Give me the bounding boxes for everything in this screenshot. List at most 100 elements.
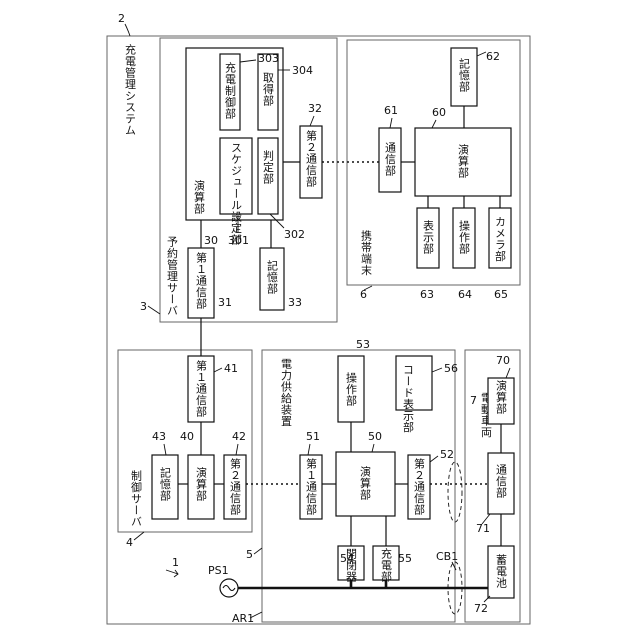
ref-50: 50 xyxy=(368,430,382,443)
leader-70 xyxy=(506,368,510,378)
leader-4 xyxy=(134,532,144,540)
ref-30: 30 xyxy=(204,234,218,247)
svg-text:取得部: 取得部 xyxy=(262,72,275,107)
svg-text:充電制御部: 充電制御部 xyxy=(224,61,237,120)
svg-text:操作部: 操作部 xyxy=(345,371,358,407)
leader-32 xyxy=(310,116,314,126)
svg-text:第１通信部: 第１通信部 xyxy=(305,457,318,516)
ref-62: 62 xyxy=(486,50,500,63)
block-code-display-56: コード表示部 xyxy=(396,356,432,433)
ref-52: 52 xyxy=(440,448,454,461)
leader-5 xyxy=(254,548,262,554)
svg-text:第１通信部: 第１通信部 xyxy=(195,251,208,310)
ref-43: 43 xyxy=(152,430,166,443)
block-comm2-52: 第２通信部 xyxy=(408,455,430,519)
block-arithmetic-40: 演算部 xyxy=(188,455,214,519)
block-camera-65: カメラ部 xyxy=(489,208,511,268)
leader-62 xyxy=(477,52,486,56)
ref-63: 63 xyxy=(420,288,434,301)
leader-2 xyxy=(125,24,130,36)
block-display-63: 表示部 xyxy=(417,208,439,268)
ref-70: 70 xyxy=(496,354,510,367)
ref-304: 304 xyxy=(292,64,313,77)
svg-text:演算部: 演算部 xyxy=(457,143,470,179)
block-comm1-41: 第１通信部 xyxy=(188,356,214,422)
leader-3 xyxy=(148,306,160,314)
ref-65: 65 xyxy=(494,288,508,301)
ac-source-icon xyxy=(220,579,238,597)
ref-41: 41 xyxy=(224,362,238,375)
svg-text:記憶部: 記憶部 xyxy=(458,57,471,93)
control-server-label: 制御サーバ xyxy=(130,470,143,528)
ref-32: 32 xyxy=(308,102,322,115)
svg-text:スケジュール設定部: スケジュール設定部 xyxy=(230,142,243,246)
svg-text:通信部: 通信部 xyxy=(495,464,508,499)
leader-50 xyxy=(372,444,374,452)
svg-text:演算部: 演算部 xyxy=(195,466,208,502)
svg-text:操作部: 操作部 xyxy=(458,219,471,255)
ref-53: 53 xyxy=(356,338,370,351)
ref-4: 4 xyxy=(126,536,133,549)
ref-72: 72 xyxy=(474,602,488,615)
svg-text:第１通信部: 第１通信部 xyxy=(195,359,208,418)
block-comm-61: 通信部 xyxy=(379,128,401,192)
ref-54: 54 xyxy=(340,552,354,565)
ref-1: 1 xyxy=(172,556,179,569)
svg-text:演算部: 演算部 xyxy=(495,379,508,415)
leader-43 xyxy=(164,444,166,455)
block-battery-72: 蓄電池 xyxy=(488,546,514,598)
block-operation-53: 操作部 xyxy=(338,356,364,422)
block-charger-55: 充電部 xyxy=(373,546,399,583)
svg-text:通信部: 通信部 xyxy=(384,142,397,177)
leader-60 xyxy=(432,120,436,128)
block-comm-71: 通信部 xyxy=(488,453,514,514)
ref-42: 42 xyxy=(232,430,246,443)
ref-71: 71 xyxy=(476,522,490,535)
svg-text:第２通信部: 第２通信部 xyxy=(305,129,318,188)
svg-text:表示部: 表示部 xyxy=(422,219,435,255)
ref-2: 2 xyxy=(118,12,125,25)
reservation-server-label: 予約管理サーバ xyxy=(166,236,179,317)
block-comm1-31: 第１通信部 xyxy=(188,248,214,318)
block-judgment-302: 判定部 xyxy=(258,138,278,214)
ref-ar1: AR1 xyxy=(232,612,254,625)
block-schedule-301: スケジュール設定部 xyxy=(220,138,252,246)
block-storage-62: 記憶部 xyxy=(451,48,477,106)
block-arithmetic-50: 演算部 xyxy=(336,452,395,516)
ref-56: 56 xyxy=(444,362,458,375)
ref-301: 301 xyxy=(228,234,249,247)
block-arithmetic-60: 演算部 xyxy=(415,128,511,196)
ref-3: 3 xyxy=(140,300,147,313)
ref-cb1: CB1 xyxy=(436,550,458,563)
power-supply-label: 電力供給装置 xyxy=(280,358,293,427)
ref-51: 51 xyxy=(306,430,320,443)
leader-42 xyxy=(236,444,238,455)
leader-1 xyxy=(166,570,178,577)
leader-52 xyxy=(430,456,438,462)
charging-system-outline xyxy=(107,36,530,624)
ref-55: 55 xyxy=(398,552,412,565)
ref-7: 7 xyxy=(470,394,477,407)
ref-64: 64 xyxy=(458,288,472,301)
block-comm2-42: 第２通信部 xyxy=(224,455,246,519)
ref-303: 303 xyxy=(258,52,279,65)
ref-5: 5 xyxy=(246,548,253,561)
block-charge-control-303: 充電制御部 xyxy=(220,54,240,130)
svg-text:記憶部: 記憶部 xyxy=(159,466,172,502)
block-storage-43: 記憶部 xyxy=(152,455,178,519)
block-arithmetic-70: 演算部 xyxy=(488,378,514,424)
ref-33: 33 xyxy=(288,296,302,309)
leader-61 xyxy=(390,118,392,128)
svg-text:判定部: 判定部 xyxy=(262,150,275,185)
ref-61: 61 xyxy=(384,104,398,117)
svg-text:演算部: 演算部 xyxy=(359,465,372,501)
leader-51 xyxy=(308,444,310,455)
svg-text:記憶部: 記憶部 xyxy=(266,259,279,295)
leader-41 xyxy=(214,368,222,372)
svg-text:コード表示部: コード表示部 xyxy=(402,364,415,433)
ref-6: 6 xyxy=(360,288,367,301)
block-acquisition-304: 取得部 xyxy=(258,54,278,130)
svg-text:充電部: 充電部 xyxy=(380,547,393,583)
block-operation-64: 操作部 xyxy=(453,208,475,268)
